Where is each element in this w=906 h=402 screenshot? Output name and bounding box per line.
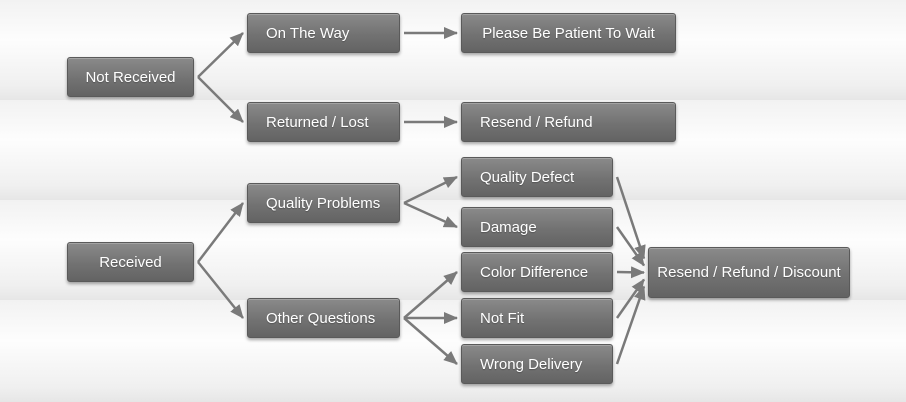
arrow-quality-defect-to-resend-refund-discount	[615, 176, 646, 260]
node-returned-lost: Returned / Lost	[247, 102, 400, 142]
node-on-the-way: On The Way	[247, 13, 400, 53]
node-label: Wrong Delivery	[480, 355, 583, 373]
node-label: Received	[99, 253, 162, 271]
node-not-received: Not Received	[67, 57, 194, 97]
node-received: Received	[67, 242, 194, 282]
node-label: Not Fit	[480, 309, 525, 327]
node-label: Please Be Patient To Wait	[482, 24, 655, 42]
node-label: Other Questions	[266, 309, 376, 327]
node-color-difference: Color Difference	[461, 252, 613, 292]
node-wrong-delivery: Wrong Delivery	[461, 344, 613, 384]
node-label: Color Difference	[480, 263, 589, 281]
node-label: Not Received	[85, 68, 176, 86]
node-not-fit: Not Fit	[461, 298, 613, 338]
arrow-quality-problems-to-damage	[403, 201, 458, 229]
node-please-be-patient: Please Be Patient To Wait	[461, 13, 676, 53]
arrow-received-to-other-questions	[197, 261, 244, 319]
arrow-other-questions-to-wrong-delivery	[403, 317, 458, 365]
arrow-wrong-delivery-to-resend-refund-discount	[615, 285, 646, 365]
node-label: Quality Problems	[266, 194, 381, 212]
node-label: Resend / Refund / Discount	[657, 264, 841, 281]
node-quality-defect: Quality Defect	[461, 157, 613, 197]
arrow-received-to-quality-problems	[197, 202, 244, 263]
arrow-not-received-to-returned-lost	[197, 76, 244, 123]
node-label: Quality Defect	[480, 168, 575, 186]
arrow-color-difference-to-resend-refund-discount	[616, 266, 645, 279]
arrow-quality-problems-to-quality-defect	[403, 175, 458, 205]
arrow-damage-to-resend-refund-discount	[615, 226, 646, 267]
arrow-not-received-to-on-the-way	[197, 32, 244, 78]
arrow-other-questions-to-color-difference	[403, 271, 458, 319]
node-label: Resend / Refund	[480, 113, 593, 131]
node-other-questions: Other Questions	[247, 298, 400, 338]
node-resend-refund: Resend / Refund	[461, 102, 676, 142]
node-label: On The Way	[266, 24, 350, 42]
node-resend-refund-discount: Resend / Refund / Discount	[648, 247, 850, 298]
node-label: Returned / Lost	[266, 113, 369, 131]
node-quality-problems: Quality Problems	[247, 183, 400, 223]
node-damage: Damage	[461, 207, 613, 247]
node-label: Damage	[480, 218, 537, 236]
